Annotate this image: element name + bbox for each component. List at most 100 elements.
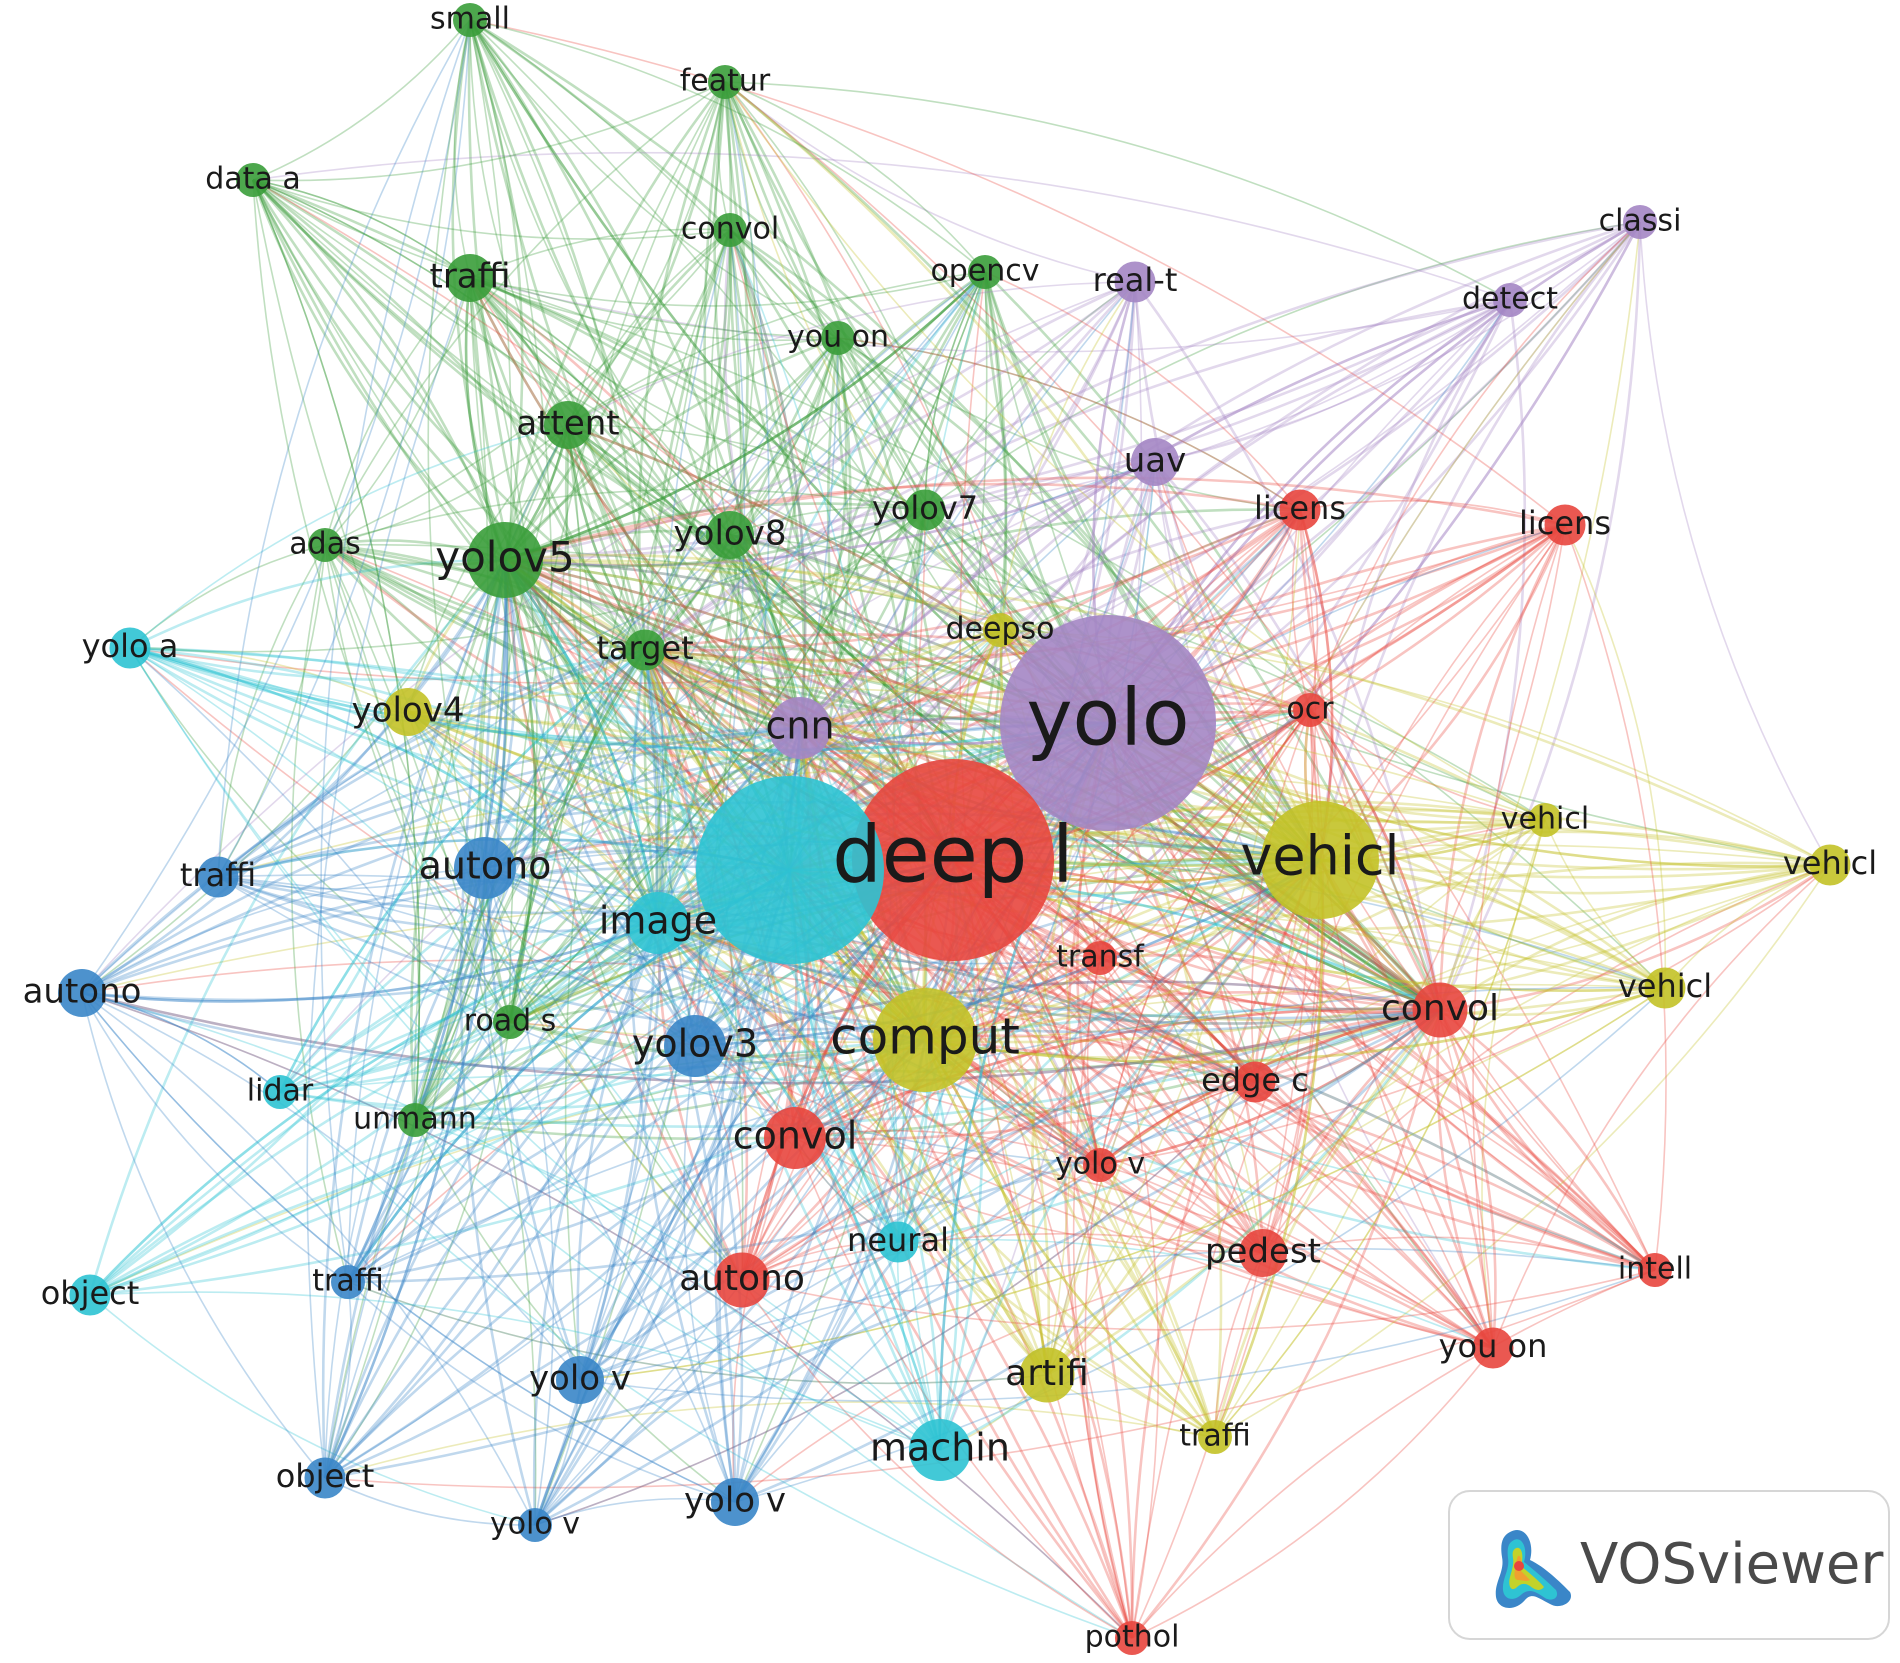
node-you-on-32[interactable] bbox=[1472, 1327, 1514, 1369]
node-real-t-15[interactable] bbox=[1114, 261, 1156, 303]
node-cnn-19[interactable] bbox=[769, 697, 831, 759]
node-lidar-50[interactable] bbox=[263, 1075, 297, 1109]
edge bbox=[347, 859, 954, 1284]
edge bbox=[346, 559, 507, 1283]
edge bbox=[279, 1073, 1656, 1271]
node-comput-41[interactable] bbox=[873, 988, 977, 1092]
node-convol-28[interactable] bbox=[764, 1107, 826, 1169]
edge bbox=[579, 987, 1666, 1381]
node-yolov8-9[interactable] bbox=[706, 511, 754, 559]
node-yolo-v-58[interactable] bbox=[518, 1508, 552, 1542]
node-hub-46[interactable] bbox=[696, 776, 884, 964]
edge bbox=[1133, 281, 1322, 861]
edge bbox=[1106, 722, 1656, 1272]
node-traffi-55[interactable] bbox=[331, 1265, 365, 1299]
edge bbox=[723, 81, 955, 861]
node-yolov5-8[interactable] bbox=[467, 522, 543, 598]
node-attent-7[interactable] bbox=[544, 401, 592, 449]
edge bbox=[81, 992, 941, 1451]
node-target-12[interactable] bbox=[624, 629, 666, 671]
edge bbox=[469, 276, 1109, 724]
edge bbox=[413, 726, 801, 1121]
node-yolo-20[interactable] bbox=[1000, 615, 1216, 831]
edge bbox=[468, 19, 1441, 1012]
node-vehicl-39[interactable] bbox=[1809, 844, 1851, 886]
node-unmann-14[interactable] bbox=[398, 1103, 432, 1137]
node-intell-31[interactable] bbox=[1638, 1253, 1672, 1287]
edge bbox=[924, 861, 1831, 1042]
edge bbox=[924, 818, 1546, 1042]
edge bbox=[469, 277, 1666, 989]
node-yolo-v-56[interactable] bbox=[556, 1356, 604, 1404]
node-yolo-v-29[interactable] bbox=[1083, 1148, 1117, 1182]
edge bbox=[469, 277, 1511, 353]
node-ocr-23[interactable] bbox=[1293, 693, 1327, 727]
node-featur-1[interactable] bbox=[708, 65, 742, 99]
edge bbox=[509, 1008, 1441, 1074]
edge bbox=[468, 277, 954, 862]
node-artifi-42[interactable] bbox=[1019, 1347, 1075, 1403]
edge bbox=[637, 81, 727, 651]
node-convol-26[interactable] bbox=[1412, 982, 1468, 1038]
node-autono-53[interactable] bbox=[58, 969, 106, 1017]
edge bbox=[484, 726, 801, 870]
node-image-45[interactable] bbox=[627, 892, 689, 954]
edge bbox=[567, 229, 731, 426]
node-licens-22[interactable] bbox=[1544, 504, 1586, 546]
node-deep-l-24[interactable] bbox=[852, 759, 1054, 961]
node-deepso-35[interactable] bbox=[983, 613, 1017, 647]
node-object-48[interactable] bbox=[69, 1274, 111, 1316]
node-transf-25[interactable] bbox=[1083, 941, 1117, 975]
node-pothol-34[interactable] bbox=[1115, 1621, 1149, 1655]
node-you-on-6[interactable] bbox=[821, 321, 855, 355]
edge bbox=[324, 1281, 352, 1479]
node-road-s-13[interactable] bbox=[493, 1005, 527, 1039]
edge bbox=[952, 859, 1656, 1272]
node-yolov7-10[interactable] bbox=[904, 489, 946, 531]
edge bbox=[1099, 709, 1311, 1166]
node-label: autono bbox=[419, 844, 552, 888]
node-traffi-4[interactable] bbox=[446, 254, 494, 302]
edge bbox=[129, 646, 1109, 752]
node-vehicl-40[interactable] bbox=[1644, 967, 1686, 1009]
node-yolov4-36[interactable] bbox=[384, 688, 432, 736]
node-adas-11[interactable] bbox=[308, 528, 342, 562]
node-autono-52[interactable] bbox=[454, 837, 516, 899]
edge bbox=[1214, 819, 1546, 1438]
node-yolo-a-44[interactable] bbox=[109, 627, 151, 669]
edge bbox=[81, 992, 736, 1503]
node-yolo-v-59[interactable] bbox=[711, 1478, 759, 1526]
node-uav-18[interactable] bbox=[1131, 438, 1179, 486]
edge bbox=[468, 19, 647, 651]
edge bbox=[347, 1008, 1441, 1284]
node-detect-17[interactable] bbox=[1493, 283, 1527, 317]
node-traffi-43[interactable] bbox=[1198, 1420, 1232, 1454]
edge bbox=[503, 559, 796, 1139]
node-pedest-30[interactable] bbox=[1239, 1229, 1287, 1277]
node-traffi-51[interactable] bbox=[197, 856, 239, 898]
edge bbox=[657, 922, 942, 1451]
node-vehicl-37[interactable] bbox=[1261, 801, 1379, 919]
edge bbox=[643, 649, 1048, 1376]
node-small-0[interactable] bbox=[453, 3, 487, 37]
node-classi-16[interactable] bbox=[1623, 205, 1657, 239]
node-object-57[interactable] bbox=[304, 1457, 346, 1499]
node-opencv-5[interactable] bbox=[968, 255, 1002, 289]
edge bbox=[1046, 509, 1301, 1376]
edge bbox=[1438, 221, 1642, 1011]
node-edge-c-27[interactable] bbox=[1234, 1061, 1276, 1103]
node-machin-47[interactable] bbox=[909, 1419, 971, 1481]
node-licens-21[interactable] bbox=[1279, 489, 1321, 531]
edge bbox=[217, 875, 659, 933]
node-neural-49[interactable] bbox=[877, 1221, 919, 1263]
node-label: edge c bbox=[1201, 1061, 1309, 1099]
edge bbox=[279, 921, 659, 1094]
edge bbox=[734, 987, 1666, 1503]
edge bbox=[924, 221, 1642, 1042]
node-yolov3-54[interactable] bbox=[664, 1015, 726, 1077]
node-data-a-2[interactable] bbox=[236, 163, 270, 197]
node-autono-33[interactable] bbox=[714, 1252, 770, 1308]
node-convol-3[interactable] bbox=[713, 213, 747, 247]
node-vehicl-38[interactable] bbox=[1528, 803, 1562, 837]
